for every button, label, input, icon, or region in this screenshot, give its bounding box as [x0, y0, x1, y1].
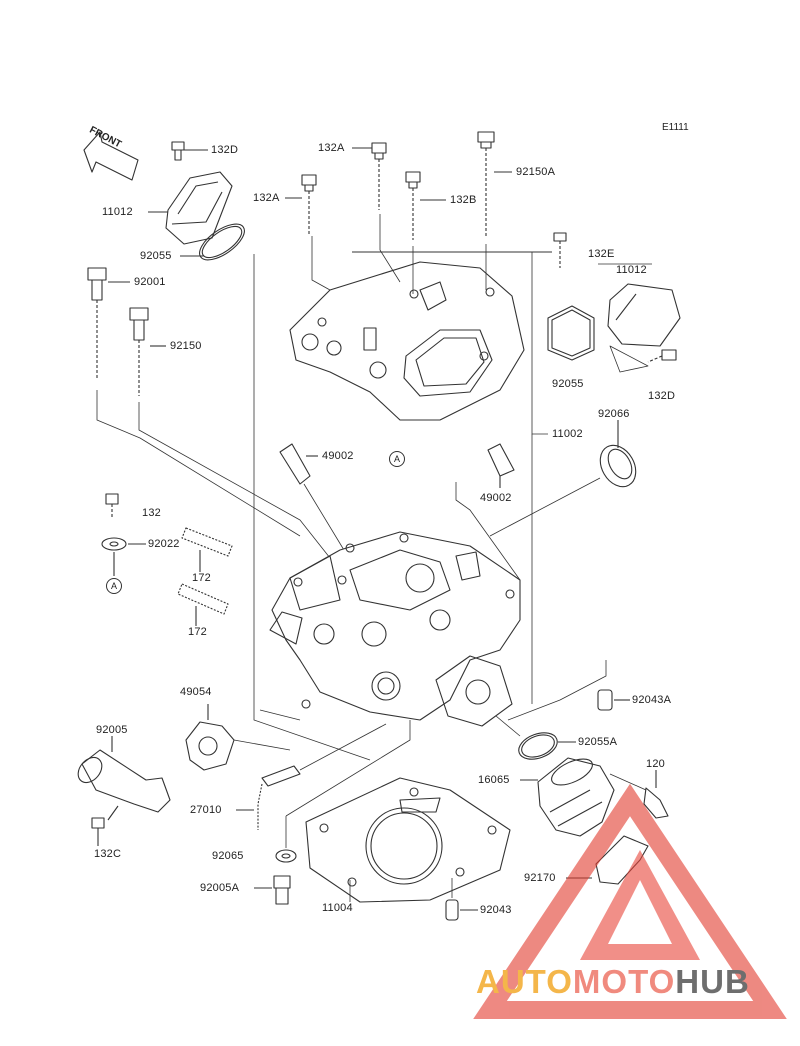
- callout-92005a: 92005A: [200, 882, 240, 894]
- callout-11012-left: 11012: [102, 206, 133, 218]
- bolt-92150a: [477, 131, 512, 238]
- oring-92055a: [495, 715, 576, 760]
- tappet-49002-right: [455, 443, 521, 581]
- reference-mark-a-left: A: [106, 578, 122, 594]
- screw-120: [609, 770, 669, 819]
- callout-92065: 92065: [212, 850, 244, 862]
- bolt-132: [105, 493, 119, 518]
- oring-92055-left: [180, 223, 245, 261]
- callout-132: 132: [142, 507, 161, 519]
- callout-132e: 132E: [588, 248, 615, 260]
- bolt-132a-top: [352, 142, 387, 210]
- dowel-92043: [445, 878, 478, 921]
- callout-132c: 132C: [94, 848, 122, 860]
- callout-92022: 92022: [148, 538, 180, 550]
- callout-49054: 49054: [180, 686, 212, 698]
- callout-16065: 16065: [478, 774, 510, 786]
- cylinder-head: [259, 531, 521, 727]
- callout-172-b: 172: [188, 626, 207, 638]
- callout-132d-right: 132D: [648, 390, 676, 402]
- tappet-49002-left: [279, 443, 351, 561]
- watermark-logo-icon: [473, 783, 787, 1019]
- callout-172-a: 172: [192, 572, 211, 584]
- callout-92055-left: 92055: [140, 250, 172, 262]
- callout-92043: 92043: [480, 904, 512, 916]
- callout-92055a: 92055A: [578, 736, 618, 748]
- callout-92005: 92005: [96, 724, 128, 736]
- reference-mark-a-top: A: [389, 451, 405, 467]
- watermark-part-hub: HUB: [675, 963, 750, 1000]
- callout-11004: 11004: [322, 902, 353, 914]
- watermark-text: AUTOMOTOHUB: [476, 963, 750, 1001]
- callout-120: 120: [646, 758, 665, 770]
- callout-92150a: 92150A: [516, 166, 556, 178]
- callout-132d-top: 132D: [211, 144, 239, 156]
- callout-92001: 92001: [134, 276, 166, 288]
- callout-92043a: 92043A: [632, 694, 672, 706]
- callout-132b: 132B: [450, 194, 477, 206]
- bolt-92150: [129, 307, 166, 396]
- watermark-part-moto: MOTO: [572, 963, 676, 1000]
- cylinder-head-cover: [289, 251, 552, 421]
- callout-92055-right: 92055: [552, 378, 584, 390]
- stud-172-a: [181, 527, 233, 572]
- pipe-92005: [77, 736, 171, 821]
- dowel-92043a: [507, 660, 630, 721]
- callout-27010: 27010: [190, 804, 222, 816]
- callout-132a-left: 132A: [253, 192, 280, 204]
- bolt-132c: [91, 817, 105, 846]
- washer-92022: [101, 537, 146, 576]
- callout-92170: 92170: [524, 872, 556, 884]
- callout-92066: 92066: [598, 408, 630, 420]
- washer-92065: [275, 720, 411, 863]
- callout-92150: 92150: [170, 340, 202, 352]
- stud-172-b: [177, 583, 229, 626]
- bolt-132a-left: [285, 174, 317, 236]
- figure-code: E1111: [662, 122, 689, 133]
- fitting-92005a: [254, 875, 291, 905]
- cover-11012-left: [148, 171, 233, 245]
- cover-11012-right: [598, 263, 681, 347]
- thermostat-49054: [185, 704, 291, 771]
- bolt-132d-right: [609, 345, 677, 373]
- gasket-11004: [305, 777, 511, 903]
- callout-49002-right: 49002: [480, 492, 512, 504]
- callout-11002: 11002: [552, 428, 583, 440]
- sensor-27010: [236, 723, 387, 830]
- callout-11012-right: 11012: [616, 264, 647, 276]
- front-arrow-icon: [83, 131, 139, 181]
- bolt-132b: [405, 171, 446, 240]
- callout-132a-top: 132A: [318, 142, 345, 154]
- bolt-92001: [87, 267, 130, 380]
- watermark-part-auto: AUTO: [476, 963, 573, 1000]
- plug-92066: [489, 420, 637, 537]
- holder-16065: [520, 757, 615, 837]
- callout-49002-left: 49002: [322, 450, 354, 462]
- oring-92055-right: [547, 305, 595, 361]
- bolt-132e: [553, 232, 567, 268]
- bolt-132d-top: [171, 141, 208, 161]
